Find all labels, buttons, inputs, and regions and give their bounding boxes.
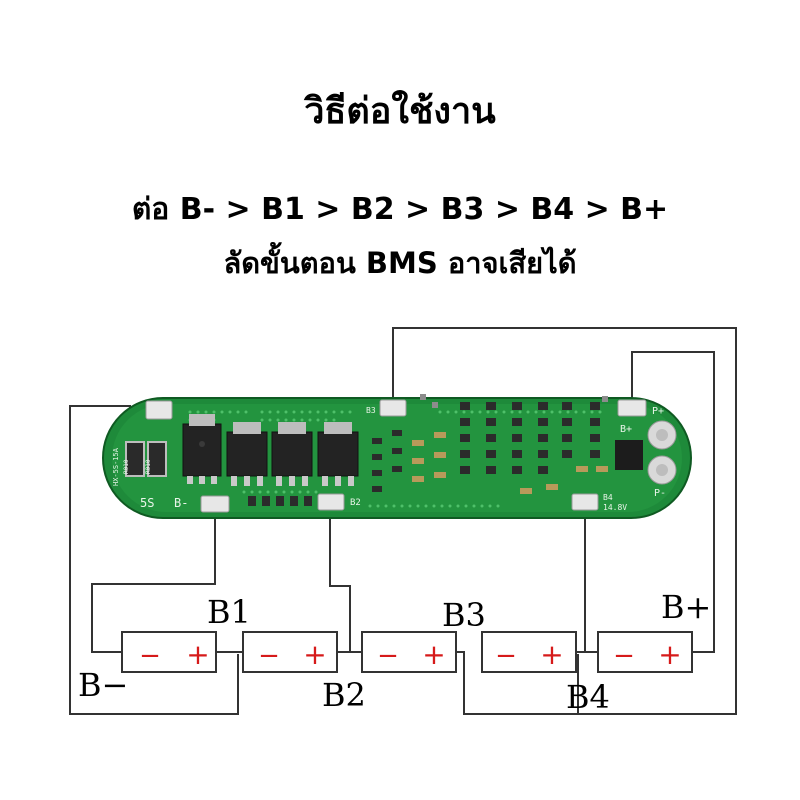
battery-cells: − + − + − + − + − +	[121, 631, 693, 673]
silk-p-minus: P-	[654, 488, 666, 499]
mosfet-3	[271, 422, 313, 486]
cell-4-plus: +	[540, 638, 563, 671]
pad-b-minus	[200, 495, 230, 513]
silk-b-plus: B+	[620, 424, 632, 435]
silk-voltage: 14.8V	[603, 503, 627, 512]
wire-b3-top	[392, 327, 737, 715]
label-b-plus: B+	[661, 588, 711, 626]
silk-b2: B2	[350, 498, 361, 508]
silk-b-minus: B-	[174, 496, 188, 510]
wire-b4	[584, 508, 598, 653]
wire-b2	[329, 508, 362, 653]
control-ic	[615, 440, 643, 470]
warning-text: ลัดขั้นตอน BMS อาจเสียได้	[223, 246, 577, 280]
pad-b4	[571, 493, 599, 511]
pad-b-plus	[617, 399, 647, 417]
mosfet-1	[182, 414, 222, 484]
label-b4: B4	[566, 678, 610, 716]
cell-3: − +	[361, 631, 457, 673]
cell-2: − +	[242, 631, 338, 673]
silk-5s: 5S	[140, 496, 154, 510]
cell-4-minus: −	[495, 641, 517, 671]
silk-resistor-2: R010	[145, 459, 152, 474]
label-b2: B2	[322, 676, 366, 714]
mosfets	[182, 414, 359, 486]
shunt-resistor-1	[125, 441, 145, 477]
wire-b-minus-inner	[91, 508, 216, 653]
mosfet-4	[317, 422, 359, 486]
output-pads	[647, 420, 677, 485]
label-b3: B3	[442, 596, 486, 634]
cell-3-plus: +	[422, 638, 445, 671]
cell-2-minus: −	[258, 641, 280, 671]
page-title: วิธีต่อใช้งาน	[304, 91, 496, 132]
silk-b4: B4	[603, 493, 613, 502]
shunt-resistors	[125, 441, 167, 477]
smd-components	[248, 394, 608, 506]
bms-board: 5S B- B2 B3 B4 14.8V B+ P+ P- HX-5S-15A …	[102, 394, 692, 519]
mosfet-2	[226, 422, 268, 486]
wire-b3	[456, 651, 578, 715]
board-via-dots	[188, 410, 602, 508]
label-b-minus: B−	[78, 666, 128, 704]
cell-4: − +	[481, 631, 577, 673]
cell-1-plus: +	[186, 638, 209, 671]
connection-order: ต่อ B- > B1 > B2 > B3 > B4 > B+	[131, 192, 669, 227]
silk-model: HX-5S-15A	[112, 447, 120, 486]
cell-5-plus: +	[658, 638, 681, 671]
label-b1: B1	[207, 593, 251, 631]
shunt-resistor-2	[147, 441, 167, 477]
cell-5: − +	[597, 631, 693, 673]
cell-2-plus: +	[303, 638, 326, 671]
pad-b2	[317, 493, 345, 511]
wire-b-plus	[631, 351, 715, 653]
silk-resistor-1: R010	[123, 459, 130, 474]
cell-1: − +	[121, 631, 217, 673]
pad-top-left	[145, 400, 173, 420]
pad-b3	[379, 399, 407, 417]
silk-b3: B3	[366, 406, 376, 415]
cell-1-minus: −	[139, 641, 161, 671]
silk-p-plus: P+	[652, 406, 664, 417]
cell-5-minus: −	[613, 641, 635, 671]
cell-3-minus: −	[377, 641, 399, 671]
